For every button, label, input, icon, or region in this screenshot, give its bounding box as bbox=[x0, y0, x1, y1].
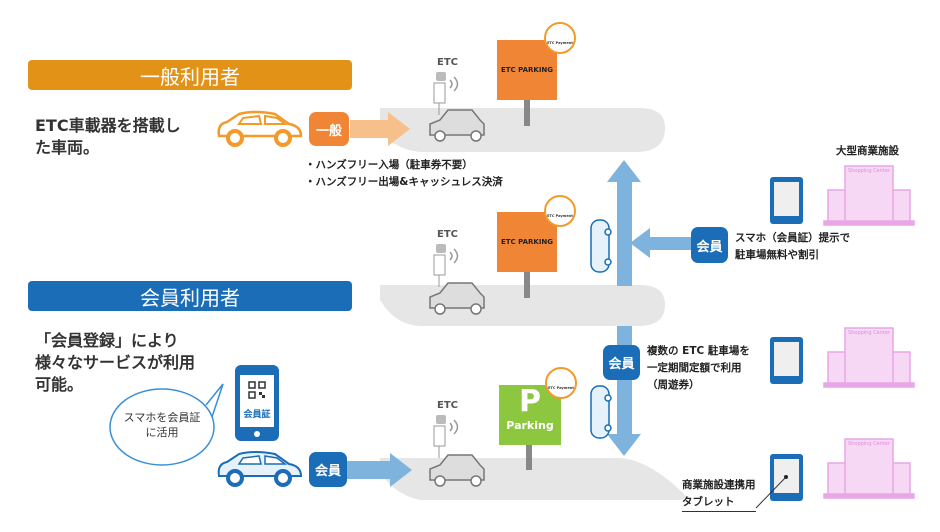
orange-car-icon bbox=[217, 110, 303, 147]
building-sign: Shopping Center bbox=[848, 330, 890, 336]
etc-parking-sign: ETC PARKING bbox=[497, 40, 557, 100]
description-line: た車両。 bbox=[35, 138, 100, 157]
etc-label: ETC bbox=[437, 229, 458, 240]
side-car-icon bbox=[590, 219, 612, 439]
bubble-text: スマホを会員証 に活用 bbox=[112, 410, 212, 440]
bubble-line: に活用 bbox=[145, 426, 179, 439]
building-sign: Shopping Center bbox=[848, 441, 890, 447]
etc-parking-sign: ETC PARKING bbox=[497, 212, 557, 272]
phone-label: 会員証 bbox=[243, 410, 271, 420]
text-line: 複数の ETC 駐車場を bbox=[647, 345, 750, 357]
etc-payment-logo: ETC Payment bbox=[544, 22, 576, 54]
member-description: 「会員登録」により 様々なサービスが利用 可能。 bbox=[35, 330, 195, 396]
pass-benefit-text: 複数の ETC 駐車場を 一定期間定額で利用 （周遊券） bbox=[647, 343, 750, 394]
general-benefits: ・ハンズフリー入場（駐車券不要） ・ハンズフリー出場&キャッシュレス決済 bbox=[305, 157, 503, 191]
bubble-line: スマホを会員証 bbox=[123, 411, 201, 424]
logo-text: ETC Payment bbox=[547, 41, 573, 45]
general-badge: 一般 bbox=[309, 112, 349, 146]
text-line: 商業施設連携用 bbox=[682, 479, 756, 491]
etc-payment-logo: ETC Payment bbox=[544, 195, 576, 227]
pass-member-badge: 会員 bbox=[603, 345, 640, 380]
qr-code-icon bbox=[248, 381, 266, 399]
member-user-header: 会員利用者 bbox=[28, 281, 352, 311]
tablet-icon bbox=[755, 177, 803, 509]
etc-label: ETC bbox=[437, 57, 458, 68]
description-line: 「会員登録」により bbox=[35, 331, 179, 350]
speech-bubble bbox=[109, 383, 224, 466]
etc-antenna-icon bbox=[433, 72, 459, 115]
description-line: 可能。 bbox=[35, 375, 84, 394]
smartphone-benefit-text: スマホ（会員証）提示で 駐車場無料や割引 bbox=[735, 230, 850, 264]
etc-payment-logo: ETC Payment bbox=[545, 367, 577, 399]
p-label: Parking bbox=[506, 419, 554, 432]
member-card-phone: 会員証 bbox=[235, 365, 279, 441]
parking-p-sign: P Parking bbox=[499, 385, 561, 445]
logo-text: ETC Payment bbox=[548, 386, 574, 390]
text-line: スマホ（会員証）提示で bbox=[735, 232, 851, 244]
description-line: ETC車載器を搭載し bbox=[35, 116, 181, 135]
logo-text: ETC Payment bbox=[547, 214, 573, 218]
gray-car-icon bbox=[429, 109, 485, 487]
tablet-caption: 商業施設連携用 タブレット bbox=[682, 477, 756, 512]
smartphone-member-badge: 会員 bbox=[691, 227, 728, 263]
text-line: 駐車場無料や割引 bbox=[735, 249, 819, 261]
benefit-item: ・ハンズフリー入場（駐車券不要） bbox=[305, 159, 473, 171]
benefit-item: ・ハンズフリー出場&キャッシュレス決済 bbox=[305, 176, 503, 188]
text-line: タブレット bbox=[682, 496, 735, 508]
general-description: ETC車載器を搭載し た車両。 bbox=[35, 115, 181, 159]
text-line: （周遊券） bbox=[647, 379, 700, 391]
etc-label: ETC bbox=[437, 400, 458, 411]
facility-title: 大型商業施設 bbox=[836, 145, 899, 157]
blue-car-icon bbox=[217, 451, 303, 487]
etc-antenna-icon bbox=[433, 415, 459, 458]
building-sign: Shopping Center bbox=[848, 168, 890, 174]
member-entry-badge: 会員 bbox=[309, 452, 347, 487]
etc-antenna-icon bbox=[433, 244, 459, 287]
p-letter: P bbox=[519, 384, 541, 419]
shopping-center-icon bbox=[823, 165, 915, 499]
description-line: 様々なサービスが利用 bbox=[35, 353, 196, 372]
text-line: 一定期間定額で利用 bbox=[647, 362, 742, 374]
general-user-header: 一般利用者 bbox=[28, 60, 352, 90]
